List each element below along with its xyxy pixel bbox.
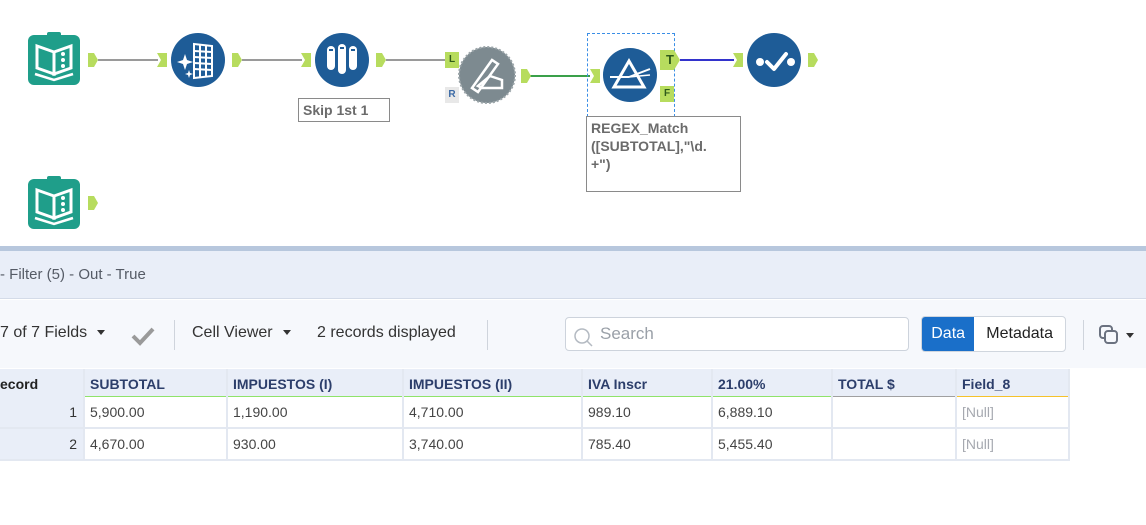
join-right-anchor[interactable]: R	[445, 87, 459, 103]
browse-tool[interactable]	[746, 32, 802, 88]
column-header[interactable]: TOTAL $	[833, 369, 957, 401]
records-count: 2 records displayed	[317, 324, 456, 341]
handshake-icon	[458, 46, 516, 104]
input-anchor[interactable]	[301, 53, 311, 67]
filter-false-anchor[interactable]: F	[660, 86, 674, 102]
fields-label: 7 of 7 Fields	[0, 324, 88, 341]
input-anchor[interactable]	[733, 53, 743, 67]
input-data-tool-2[interactable]	[27, 176, 81, 230]
copy-icon	[1099, 325, 1118, 344]
toolbar-divider	[1083, 320, 1084, 350]
workflow-canvas[interactable]: Skip 1st 1 L R T F REGEX_Match ([SUBTOTA…	[0, 0, 1146, 246]
table-cell[interactable]: 1,190.00	[228, 397, 404, 429]
table-cell[interactable]: 5,455.40	[713, 429, 833, 461]
input-anchor[interactable]	[157, 53, 167, 67]
test-tubes-icon	[315, 33, 369, 87]
table-cell[interactable]: 785.40	[583, 429, 713, 461]
connection-join-to-filter	[530, 75, 590, 77]
join-tool[interactable]	[458, 46, 516, 104]
table-cell[interactable]: 6,889.10	[713, 397, 833, 429]
results-toolbar: 7 of 7 Fields Cell Viewer 2 records disp…	[0, 300, 1146, 368]
book-icon	[28, 32, 80, 85]
table-cell[interactable]: 5,900.00	[85, 397, 228, 429]
cell-viewer-label: Cell Viewer	[192, 324, 273, 341]
connection-input-to-cleansing	[98, 59, 158, 61]
results-panel: - Filter (5) - Out - True 7 of 7 Fields …	[0, 251, 1146, 525]
table-cell[interactable]: [Null]	[957, 397, 1070, 429]
table-cell[interactable]	[833, 429, 957, 461]
chevron-down-icon	[282, 330, 291, 336]
data-button[interactable]: Data	[922, 317, 975, 351]
table-cell[interactable]: 989.10	[583, 397, 713, 429]
input-data-tool-1[interactable]	[27, 32, 81, 86]
filter-annotation: REGEX_Match ([SUBTOTAL],"\d. +")	[586, 116, 741, 192]
table-cell[interactable]: 4,670.00	[85, 429, 228, 461]
chevron-down-icon	[97, 330, 106, 336]
data-cleansing-tool[interactable]	[170, 32, 226, 88]
table-cell[interactable]	[833, 397, 957, 429]
table-cell[interactable]: 3,740.00	[404, 429, 583, 461]
output-anchor[interactable]	[88, 53, 98, 67]
chevron-down-icon	[1126, 333, 1135, 338]
metadata-button[interactable]: Metadata	[986, 325, 1053, 342]
toolbar-divider	[174, 320, 175, 350]
table-header-row: ecord SUBTOTAL IMPUESTOS (I) IMPUESTOS (…	[0, 369, 1070, 401]
column-header[interactable]: Field_8	[957, 369, 1070, 401]
record-number: 2	[0, 429, 85, 461]
book-icon	[28, 176, 80, 229]
panel-splitter[interactable]	[0, 246, 1146, 251]
output-anchor[interactable]	[808, 53, 818, 67]
sparkle-table-icon	[171, 33, 225, 87]
view-toggle: Data Metadata	[921, 316, 1066, 352]
filter-annotation-line-2: ([SUBTOTAL],"\d.	[591, 138, 707, 154]
filter-true-anchor[interactable]: T	[660, 50, 680, 70]
copy-dropdown[interactable]	[1098, 324, 1135, 351]
sample-annotation: Skip 1st 1	[298, 98, 390, 122]
connection-cleansing-to-sample	[242, 59, 302, 61]
output-anchor[interactable]	[521, 69, 531, 83]
join-left-anchor[interactable]: L	[445, 52, 459, 68]
output-anchor[interactable]	[376, 53, 386, 67]
record-number: 1	[0, 397, 85, 429]
toolbar-divider	[487, 320, 488, 350]
cell-viewer-dropdown[interactable]: Cell Viewer	[192, 324, 291, 342]
output-anchor[interactable]	[88, 196, 98, 210]
output-anchor[interactable]	[232, 53, 242, 67]
check-dots-icon	[747, 33, 801, 87]
table-cell[interactable]: [Null]	[957, 429, 1070, 461]
record-header[interactable]: ecord	[0, 369, 85, 401]
search-icon	[574, 328, 593, 347]
checkmark-icon[interactable]	[130, 326, 156, 346]
table-row[interactable]: 1 5,900.00 1,190.00 4,710.00 989.10 6,88…	[0, 397, 1070, 429]
table-cell[interactable]: 930.00	[228, 429, 404, 461]
sample-tool[interactable]	[314, 32, 370, 88]
fields-dropdown[interactable]: 7 of 7 Fields	[0, 324, 106, 342]
filter-annotation-line-1: REGEX_Match	[591, 120, 689, 136]
table-row[interactable]: 2 4,670.00 930.00 3,740.00 785.40 5,455.…	[0, 429, 1070, 461]
filter-annotation-line-3: +")	[591, 156, 611, 172]
connection-sample-to-join	[386, 59, 446, 61]
search-input[interactable]: Search	[565, 317, 909, 351]
input-anchor[interactable]	[590, 69, 600, 83]
table-cell[interactable]: 4,710.00	[404, 397, 583, 429]
results-title: - Filter (5) - Out - True	[0, 251, 1146, 299]
filter-tool[interactable]	[602, 47, 658, 103]
prism-icon	[603, 48, 657, 102]
column-header[interactable]: 21.00%	[713, 369, 833, 401]
connection-filter-true-to-browse	[680, 59, 734, 61]
search-placeholder: Search	[600, 324, 654, 343]
